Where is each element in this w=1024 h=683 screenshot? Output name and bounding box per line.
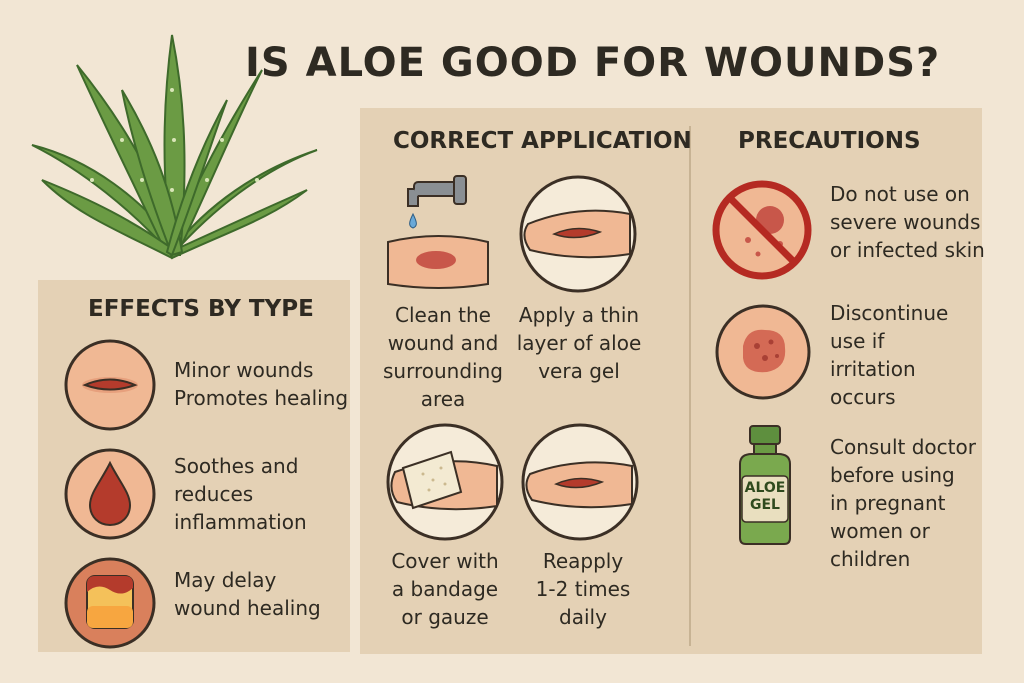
reapply-icon [521,423,639,541]
aloe-plant-icon [31,34,318,260]
effect-3-text: May delay wound healing [174,568,321,620]
precaution-3-text: Consult doctor before using in pregnant … [830,435,976,571]
panel-divider [689,126,691,646]
precaution-2-text: Discontinue use if irritation occurs [830,301,949,409]
effect-1-text: Minor wounds Promotes healing [174,358,349,410]
irritation-icon [715,304,811,400]
precaution-1-text: Do not use on severe wounds or infected … [830,182,985,262]
step-2-text: Apply a thin layer of aloe vera gel [516,303,642,383]
burn-wound-icon [64,557,156,649]
step-3-text: Cover with a bandage or gauze [391,549,499,629]
precautions-heading: PRECAUTIONS [738,128,921,154]
application-heading: CORRECT APPLICATION [393,128,692,154]
step-4-text: Reapply 1-2 times daily [535,549,631,629]
page-title: IS ALOE GOOD FOR WOUNDS? [245,40,941,86]
skin-wound-icon [519,175,637,293]
effect-2-text: Soothes and reduces inflammation [174,454,307,534]
bottle-label: ALOE GEL [744,480,786,513]
bandage-icon [386,423,504,541]
blood-drop-icon [64,448,156,540]
faucet-icon [387,175,489,289]
prohibited-icon [712,180,812,280]
aloe-gel-bottle-icon [739,425,791,545]
minor-wound-icon [64,339,156,431]
step-1-text: Clean the wound and surrounding area [383,303,503,411]
effects-heading: EFFECTS BY TYPE [88,296,314,322]
